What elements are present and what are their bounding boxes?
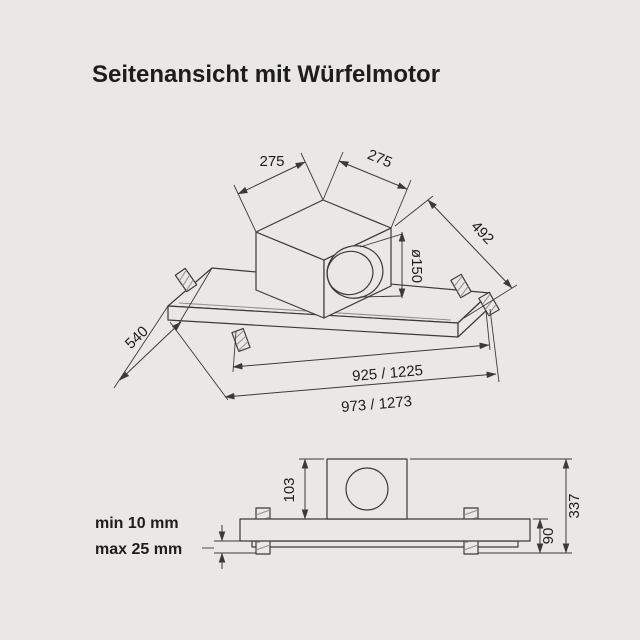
dim-duct-diameter: ø150: [359, 231, 425, 299]
dim-width-outer-label: 973 / 1273: [341, 393, 413, 416]
perspective-view: 275 275 492 ø150 540: [113, 146, 518, 416]
duct-opening: [326, 250, 374, 296]
ceiling-min-label: min 10 mm: [95, 515, 179, 532]
dim-body-depth-left-label: 540: [122, 323, 152, 353]
dim-motor-depth-label: 275: [365, 146, 395, 171]
side-view: 103 337 90 min 10 mm max 25 mm: [95, 458, 583, 569]
dim-ceiling-thickness: min 10 mm max 25 mm: [95, 515, 226, 569]
dim-body-depth-right-label: 492: [467, 218, 497, 248]
dim-motor-height-label: 103: [281, 477, 298, 502]
dim-duct-diameter-label: ø150: [408, 249, 425, 283]
dim-motor-width-label: 275: [259, 153, 284, 170]
dim-body-height-label: 90: [540, 528, 557, 545]
dim-motor-width: 275: [233, 152, 324, 233]
ceiling-max-label: max 25 mm: [95, 541, 182, 558]
dim-motor-height: 103: [281, 458, 324, 520]
dim-total-height-label: 337: [566, 493, 583, 518]
dim-width-inner-label: 925 / 1225: [352, 362, 424, 385]
hood-body-side: [239, 518, 531, 542]
page-title: Seitenansicht mit Würfelmotor: [92, 61, 440, 88]
dim-body-height: 90: [536, 518, 557, 554]
motor-box-side: [326, 458, 408, 520]
dim-width-outer: 973 / 1273: [169, 308, 500, 416]
reference-lines: [214, 458, 572, 554]
dim-total-height: 337: [562, 458, 583, 554]
duct-side: [345, 467, 389, 511]
